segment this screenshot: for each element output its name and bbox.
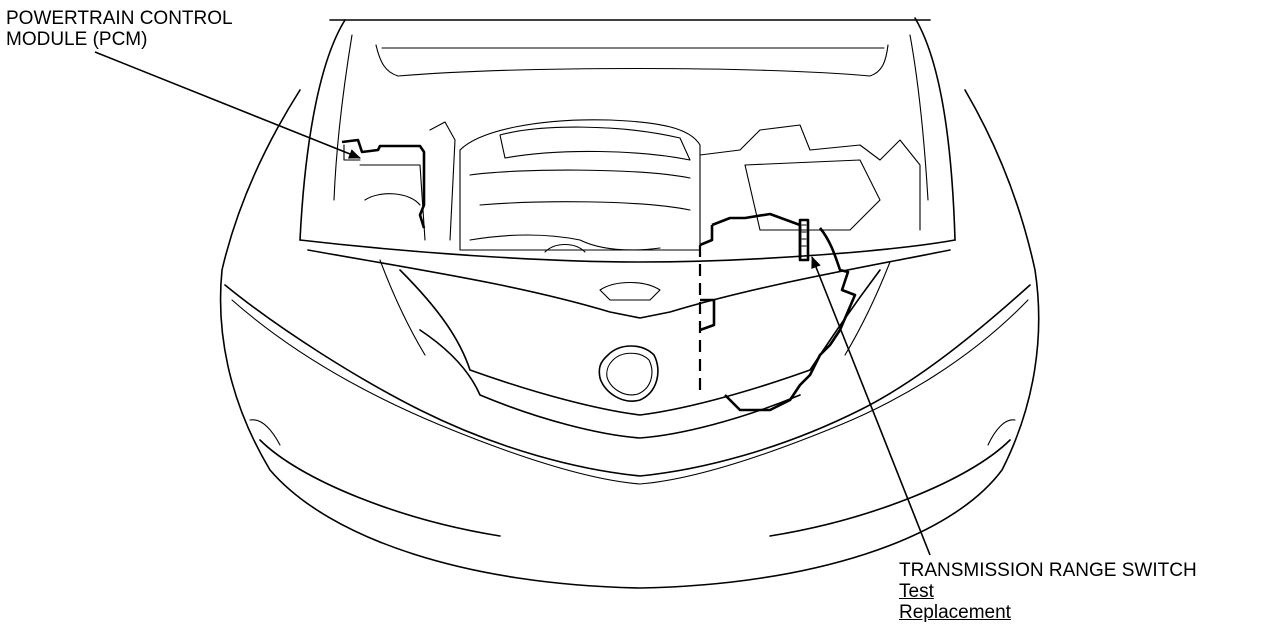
trs-replacement-link[interactable]: Replacement: [899, 602, 1011, 623]
trs-test-link[interactable]: Test: [899, 581, 934, 602]
transmission-assembly: [698, 212, 857, 412]
leader-lines: [94, 51, 931, 556]
hood-front-edge: [299, 239, 956, 319]
pcm-unit: [341, 138, 426, 229]
pcm-callout-label: POWERTRAIN CONTROL MODULE (PCM): [6, 8, 233, 50]
trs-label-title: TRANSMISSION RANGE SWITCH: [899, 560, 1197, 581]
trs-callout-label: TRANSMISSION RANGE SWITCH Test Replaceme…: [899, 560, 1197, 623]
front-grille: [379, 259, 891, 439]
pcm-label-line1: POWERTRAIN CONTROL: [6, 8, 233, 29]
front-bumper: [224, 284, 1031, 537]
pcm-label-line2: MODULE (PCM): [6, 29, 148, 50]
brand-emblem: [598, 345, 659, 402]
engine-bay: [359, 119, 921, 301]
car-body-outline: [219, 17, 1040, 589]
